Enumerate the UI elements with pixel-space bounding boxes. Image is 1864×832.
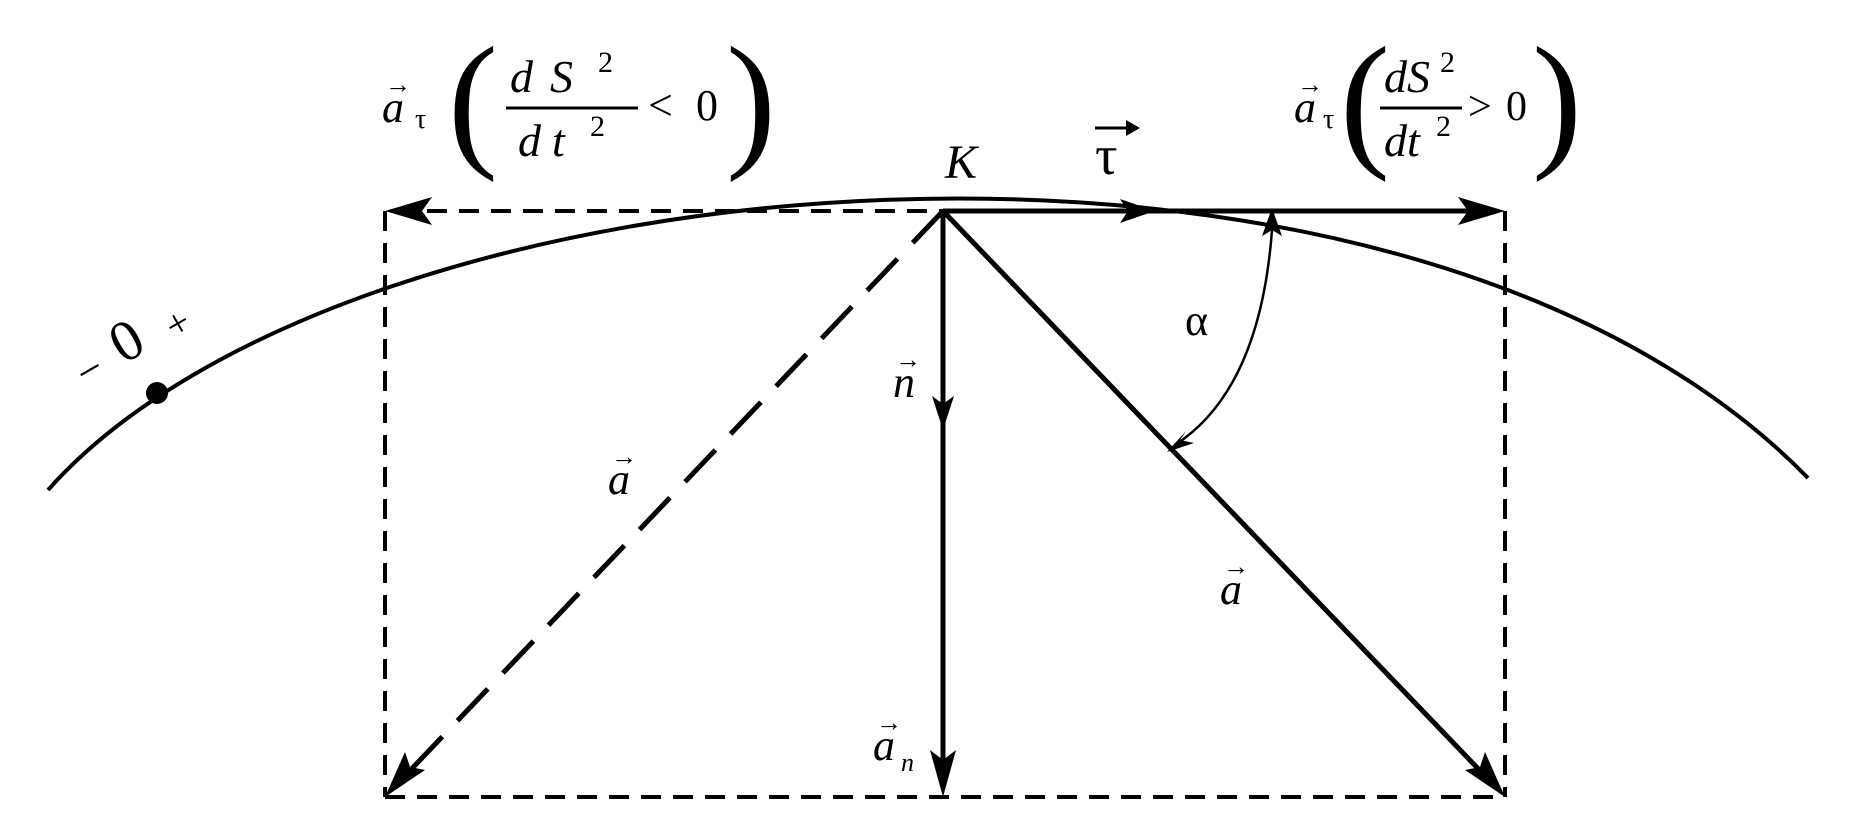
left-close-paren: ) (726, 17, 776, 183)
trajectory-curve (46, 196, 1810, 492)
n-label-arrow: → (895, 345, 921, 374)
right-den-exp: 2 (1436, 110, 1451, 143)
point-k-label: K (944, 136, 980, 189)
tau-arrowhead (1120, 199, 1155, 223)
tau-label: τ (1095, 125, 1118, 187)
right-rel: > (1468, 84, 1492, 130)
left-num-d: d (510, 51, 534, 102)
left-den-d: d (518, 115, 542, 166)
a-vector-right (941, 209, 1490, 781)
minus-sign: − (67, 343, 113, 398)
a-label-right: a (1220, 565, 1242, 614)
n-label: n (893, 358, 915, 407)
left-den-exp: 2 (590, 110, 605, 143)
left-zero: 0 (696, 81, 718, 130)
left-a-tau-sub: τ (415, 104, 426, 135)
a-n-arrowhead (930, 750, 956, 797)
right-num: dS (1384, 51, 1430, 102)
origin-label: 0 (97, 305, 155, 376)
tau-arrow-head-top (1126, 120, 1140, 136)
n-arrowhead (932, 396, 954, 430)
left-num-S: S (550, 51, 573, 102)
left-den-t: t (552, 115, 566, 166)
right-close-paren: ) (1532, 17, 1582, 183)
right-a-tau-sub: τ (1323, 104, 1334, 135)
a-tau-right-arrowhead (1458, 197, 1505, 225)
right-den: dt (1384, 115, 1421, 166)
right-num-exp: 2 (1440, 46, 1455, 79)
right-a-tau-a: a (1294, 83, 1316, 132)
right-open-paren: ( (1340, 17, 1390, 183)
a-left-arrowhead (385, 752, 425, 797)
right-a-tau-arrow: → (1297, 70, 1323, 99)
alpha-label: α (1185, 296, 1208, 345)
right-zero: 0 (1506, 84, 1527, 130)
left-num-exp: 2 (598, 46, 613, 79)
alpha-arc (1174, 229, 1274, 447)
alpha-arc-arrowhead-top (1262, 208, 1282, 236)
left-rel: < (648, 81, 673, 130)
a-label-left: a (608, 455, 630, 504)
a-label-left-arrow: → (611, 442, 637, 471)
a-n-subscript: n (901, 748, 914, 777)
a-tau-left-arrowhead (385, 197, 432, 225)
left-a-tau-a: a (382, 83, 404, 132)
origin-point (146, 382, 168, 404)
left-a-tau-arrow: → (385, 70, 411, 99)
plus-sign: + (157, 298, 199, 348)
a-vector-left-dashed (400, 209, 945, 781)
a-n-label-arrow: → (876, 708, 902, 737)
a-right-arrowhead (1465, 752, 1505, 797)
alpha-arc-arrowhead-bottom (1167, 431, 1194, 452)
a-n-label: a (873, 721, 895, 770)
left-open-paren: ( (448, 17, 498, 183)
a-label-right-arrow: → (1223, 552, 1249, 581)
